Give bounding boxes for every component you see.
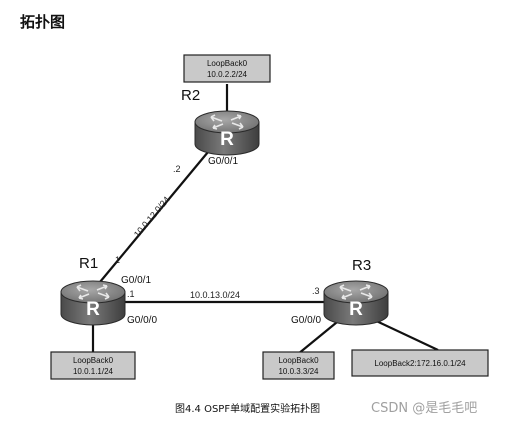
r1-host-id-13: .1 <box>127 289 135 299</box>
router-r1-label: R1 <box>79 255 98 272</box>
router-r3-glyph: R <box>349 299 363 320</box>
r1-loopback0-addr: 10.0.1.1/24 <box>73 367 114 376</box>
router-r1-glyph: R <box>86 299 100 320</box>
watermark: CSDN @是毛毛吧 <box>371 401 477 416</box>
router-r3-label: R3 <box>352 257 371 274</box>
network-r1-r3: 10.0.13.0/24 <box>190 290 240 300</box>
r3-loopback2-box: LoopBack2:172.16.0.1/24 <box>351 349 489 377</box>
r1-host-id-12: 1 <box>115 255 120 265</box>
r1-interface-g001: G0/0/1 <box>121 275 151 286</box>
r3-host-id: .3 <box>312 286 320 296</box>
router-arrows-icon <box>76 284 110 300</box>
r2-host-id: .2 <box>173 164 181 174</box>
r3-interface-g000: G0/0/0 <box>291 315 321 326</box>
page-title: 拓扑图 <box>20 13 65 31</box>
link-r3-loopback2 <box>369 317 439 351</box>
r1-loopback0-name: LoopBack0 <box>73 356 114 365</box>
figure-caption: 图4.4 OSPF单域配置实验拓扑图 <box>175 402 320 415</box>
router-r1: R <box>60 280 126 326</box>
r1-loopback0-box: LoopBack0 10.0.1.1/24 <box>50 351 136 380</box>
network-r1-r2: 10.0.12.0/24 <box>132 195 172 240</box>
router-arrows-icon <box>210 114 244 130</box>
link-r3-loopback0 <box>297 317 343 355</box>
router-r3: R <box>323 280 389 326</box>
r3-loopback2-label: LoopBack2:172.16.0.1/24 <box>374 359 466 368</box>
r2-loopback0-name: LoopBack0 <box>207 59 248 68</box>
r2-loopback0-addr: 10.0.2.2/24 <box>207 70 248 79</box>
router-r2-label: R2 <box>181 87 200 104</box>
r3-loopback0-addr: 10.0.3.3/24 <box>278 367 319 376</box>
r2-loopback0-box: LoopBack0 10.0.2.2/24 <box>183 54 271 83</box>
router-arrows-icon <box>339 284 373 300</box>
r3-loopback0-name: LoopBack0 <box>278 356 319 365</box>
router-r2-glyph: R <box>220 129 234 150</box>
r2-interface-g001: G0/0/1 <box>208 156 238 167</box>
router-r2: R <box>194 110 260 156</box>
link-r1-r2 <box>99 151 209 283</box>
r3-loopback0-box: LoopBack0 10.0.3.3/24 <box>262 351 335 380</box>
r1-interface-g000: G0/0/0 <box>127 315 157 326</box>
